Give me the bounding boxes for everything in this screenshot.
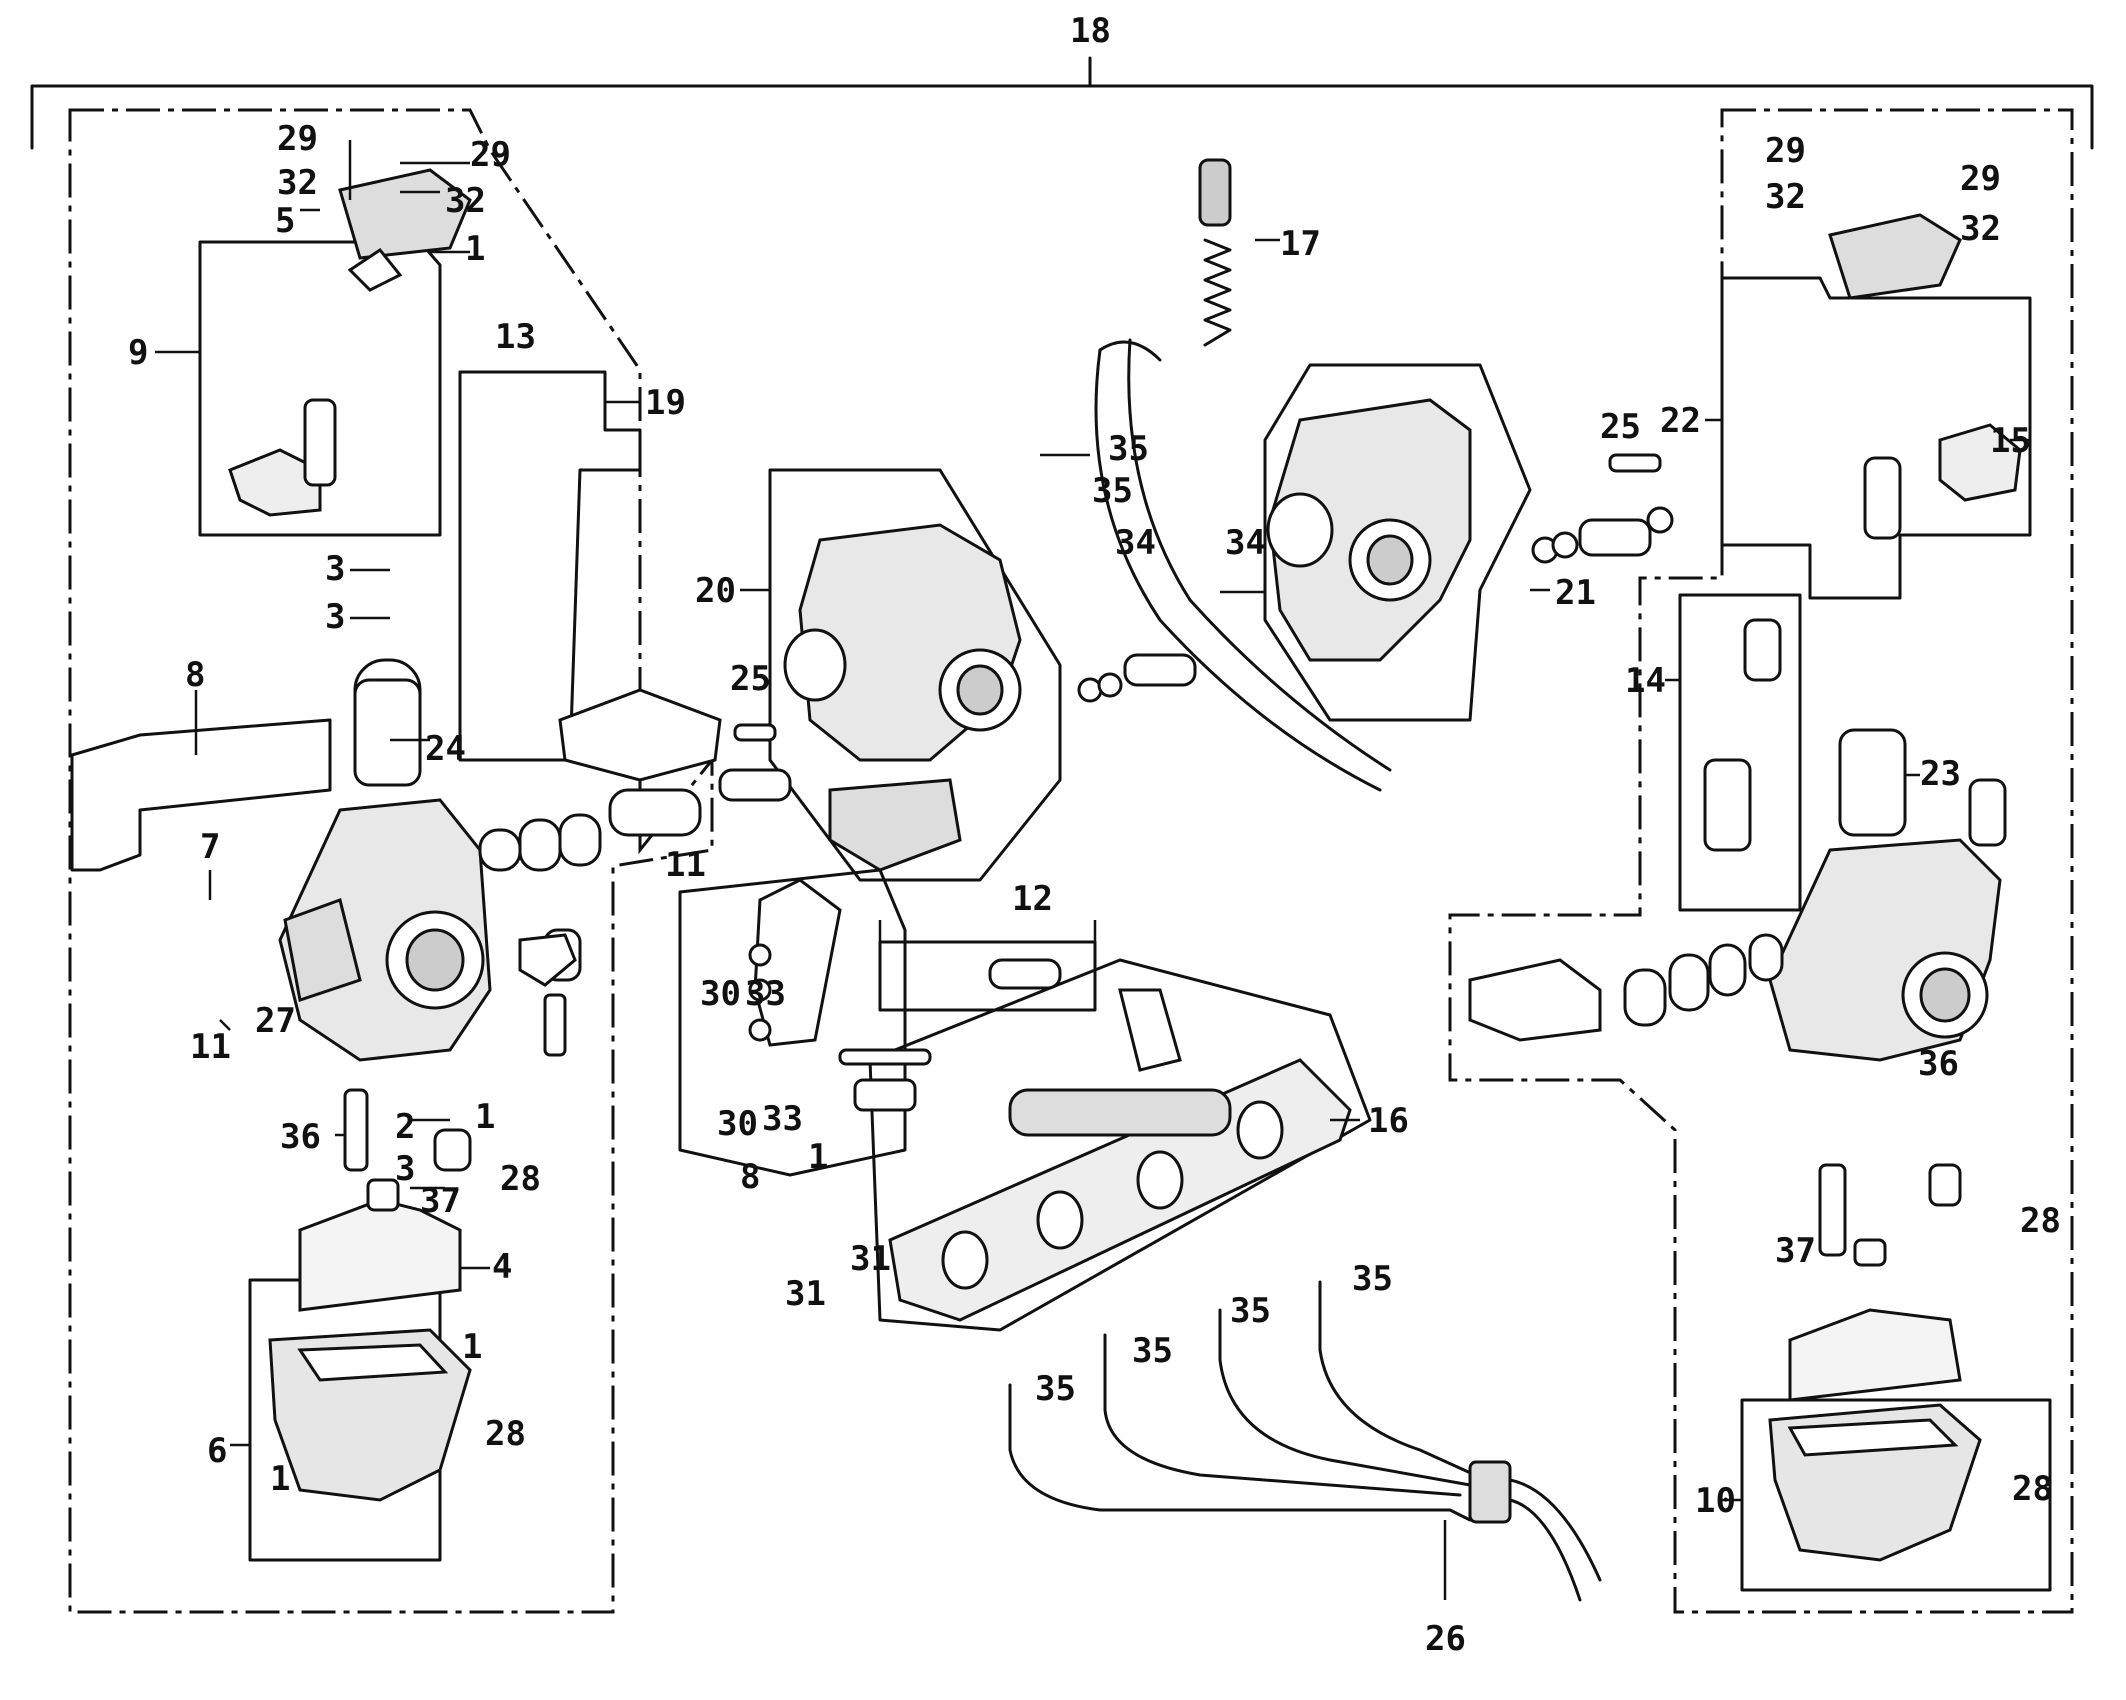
right-top-cover xyxy=(1828,213,1962,300)
group-16-outline xyxy=(868,958,1372,1332)
callout-9: 9 xyxy=(128,333,148,373)
callout-13: 13 xyxy=(495,317,536,357)
callout-18: 18 xyxy=(1070,11,1111,51)
callout-20: 20 xyxy=(695,571,736,611)
callout-12: 12 xyxy=(1012,879,1053,919)
callout-28: 28 xyxy=(2012,1469,2053,1509)
spring-17 xyxy=(1198,158,1232,347)
callout-32: 32 xyxy=(1765,177,1806,217)
callout-27: 27 xyxy=(255,1001,296,1041)
group-14-outline xyxy=(1678,593,1802,912)
callout-35: 35 xyxy=(1352,1259,1393,1299)
callout-30: 30 xyxy=(717,1104,758,1144)
callout-33: 33 xyxy=(745,974,786,1014)
callout-26: 26 xyxy=(1425,1619,1466,1659)
right-shaft-parts xyxy=(1468,933,1784,1042)
linkage-parts-center xyxy=(748,878,1062,1112)
callout-11: 11 xyxy=(190,1027,231,1067)
callout-1: 1 xyxy=(462,1327,482,1367)
group-22-outline xyxy=(1720,276,2032,600)
callout-16: 16 xyxy=(1368,1101,1409,1141)
callout-10: 10 xyxy=(1695,1481,1736,1521)
callout-28: 28 xyxy=(2020,1201,2061,1241)
callout-4: 4 xyxy=(492,1247,512,1287)
left-cylinder-24 xyxy=(353,678,422,787)
callout-1: 1 xyxy=(475,1097,495,1137)
callout-6: 6 xyxy=(207,1431,227,1471)
overflow-tubes-26 xyxy=(1008,1280,1602,1602)
vent-tube-34 xyxy=(1094,338,1392,792)
callout-22: 22 xyxy=(1660,401,1701,441)
left-float-valve-parts xyxy=(343,928,582,1212)
callout-23: 23 xyxy=(1920,754,1961,794)
left-float-bowl xyxy=(268,1328,472,1502)
callout-37: 37 xyxy=(1775,1231,1816,1271)
right-throttle-arm xyxy=(1863,423,2022,540)
right-float-bowl xyxy=(1768,1308,1982,1562)
callout-25: 25 xyxy=(1600,407,1641,447)
callout-17: 17 xyxy=(1280,224,1321,264)
callout-34: 34 xyxy=(1225,523,1266,563)
callout-1: 1 xyxy=(270,1459,290,1499)
callout-28: 28 xyxy=(500,1159,541,1199)
callout-29: 29 xyxy=(277,119,318,159)
right-small-parts xyxy=(1703,618,2007,1267)
group-13-outline xyxy=(458,370,642,762)
callout-3: 3 xyxy=(325,549,345,589)
callout-32: 32 xyxy=(445,181,486,221)
assembly-bracket-18 xyxy=(30,56,2094,150)
right-assembly-outline xyxy=(1448,108,2074,1614)
right-carburetor-body xyxy=(1768,728,2002,1062)
callout-35: 35 xyxy=(1092,471,1133,511)
callout-7: 7 xyxy=(200,827,220,867)
callout-37: 37 xyxy=(420,1181,461,1221)
callout-29: 29 xyxy=(470,135,511,175)
callout-25: 25 xyxy=(730,659,771,699)
callout-1: 1 xyxy=(465,229,485,269)
callout-5: 5 xyxy=(275,201,295,241)
callout-3: 3 xyxy=(395,1149,415,1189)
callout-35: 35 xyxy=(1132,1331,1173,1371)
group-12-outline xyxy=(878,940,1097,1012)
group-10-outline xyxy=(1740,1398,2052,1592)
callout-29: 29 xyxy=(1765,131,1806,171)
callout-8: 8 xyxy=(185,655,205,695)
callout-24: 24 xyxy=(425,729,466,769)
callout-35: 35 xyxy=(1230,1291,1271,1331)
callout-31: 31 xyxy=(785,1274,826,1314)
callout-21: 21 xyxy=(1555,573,1596,613)
callout-32: 32 xyxy=(277,163,318,203)
callout-35: 35 xyxy=(1035,1369,1076,1409)
left-throttle-arm xyxy=(228,398,337,517)
callout-32: 32 xyxy=(1960,209,2001,249)
center-carburetor-20 xyxy=(783,523,1022,872)
group-21-outline xyxy=(1263,363,1532,722)
callout-31: 31 xyxy=(850,1239,891,1279)
callout-29: 29 xyxy=(1960,159,2001,199)
shaft-links xyxy=(733,453,1674,742)
callout-14: 14 xyxy=(1625,661,1666,701)
callout-3: 3 xyxy=(325,597,345,637)
callout-labels: 18 29 32 29 32 5 1 9 13 19 3 3 8 24 7 27… xyxy=(128,11,2061,1659)
callout-35: 35 xyxy=(1108,429,1149,469)
callout-36: 36 xyxy=(1918,1044,1959,1084)
callout-19: 19 xyxy=(645,383,686,423)
callout-33: 33 xyxy=(762,1099,803,1139)
callout-28: 28 xyxy=(485,1414,526,1454)
callout-11: 11 xyxy=(665,845,706,885)
callout-36: 36 xyxy=(280,1117,321,1157)
manifold-16 xyxy=(888,988,1352,1322)
callout-1: 1 xyxy=(808,1137,828,1177)
callout-30: 30 xyxy=(700,974,741,1014)
group-8-left-outline xyxy=(70,718,332,872)
leader-lines xyxy=(155,140,2030,1600)
callout-15: 15 xyxy=(1990,421,2031,461)
callout-2: 2 xyxy=(395,1107,415,1147)
center-carburetor-21 xyxy=(1266,398,1472,662)
callout-34: 34 xyxy=(1115,523,1156,563)
callout-8: 8 xyxy=(740,1157,760,1197)
left-shaft-parts xyxy=(478,688,792,872)
